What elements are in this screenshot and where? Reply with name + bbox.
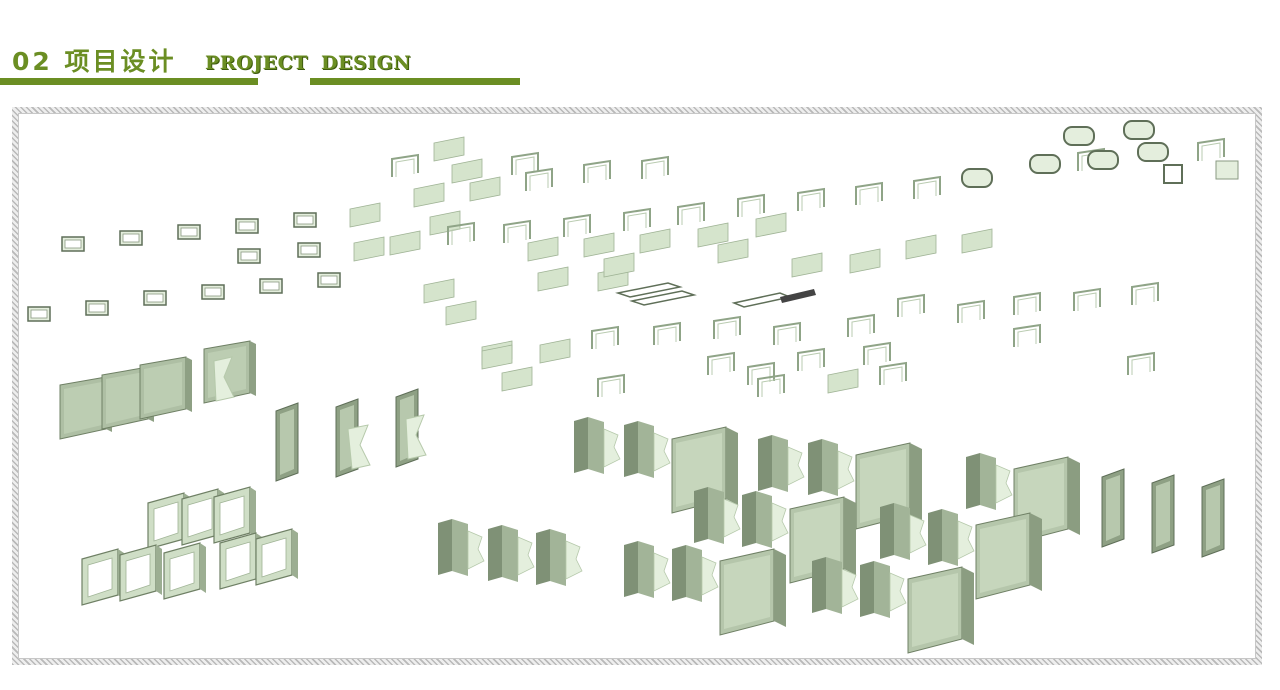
section-title-english-project: PROJECT (205, 52, 308, 74)
turnstile-gate-models-icon (27, 120, 1239, 654)
frame-inner-border (18, 113, 1256, 659)
page-header: 02 项目设计 PROJECT DESIGN (0, 0, 1280, 100)
title-underline-left (0, 78, 258, 85)
title-underline-right (310, 78, 520, 85)
section-title-english-design: DESIGN (321, 52, 412, 74)
section-title-chinese: 02 项目设计 (12, 47, 177, 76)
